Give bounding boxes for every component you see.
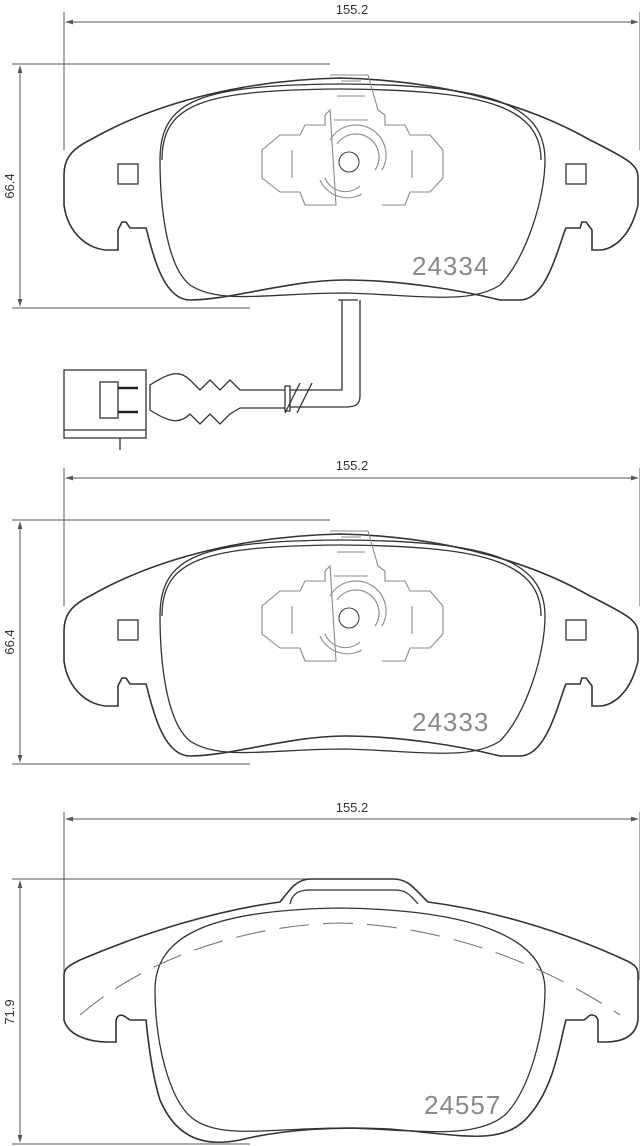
tab-inner-edge (289, 889, 419, 905)
height-dimension-2: 66.4 (2, 519, 330, 765)
backing-plate-outline (63, 77, 639, 301)
pad-1: 155.2 66.4 24334 (2, 2, 640, 450)
connector-housing (63, 369, 147, 439)
width-label: 155.2 (336, 800, 369, 815)
width-dimension-1: 155.2 (63, 2, 640, 150)
friction-material-outline (154, 907, 546, 1133)
caliper-piston-icon (261, 530, 444, 662)
width-dimension-2: 155.2 (63, 458, 640, 606)
pad-3: 155.2 71.9 24557 (2, 800, 640, 1145)
height-dimension-1: 66.4 (2, 63, 330, 309)
friction-material-inner-edge (161, 544, 542, 617)
part-number: 24333 (412, 707, 489, 737)
friction-material-inner-edge (161, 88, 542, 161)
clip-right (565, 163, 587, 185)
friction-material-outline (159, 83, 546, 298)
friction-material-outline (159, 539, 546, 754)
clip-right (565, 619, 587, 641)
clip-left (117, 619, 139, 641)
width-dimension-3: 155.2 (63, 800, 640, 980)
height-label: 71.9 (2, 999, 17, 1024)
width-label: 155.2 (336, 2, 369, 17)
clip-left (117, 163, 139, 185)
width-label: 155.2 (336, 458, 369, 473)
pad-2: 155.2 66.4 24333 (2, 458, 640, 765)
part-number: 24334 (412, 251, 489, 281)
height-label: 66.4 (2, 173, 17, 198)
backing-plate-outline (63, 878, 639, 1144)
wear-indicator-dashed (79, 922, 621, 1016)
height-label: 66.4 (2, 629, 17, 654)
part-number: 24557 (424, 1090, 501, 1120)
backing-plate-outline (63, 533, 639, 757)
wear-sensor (63, 299, 361, 450)
caliper-piston-icon (261, 74, 444, 206)
